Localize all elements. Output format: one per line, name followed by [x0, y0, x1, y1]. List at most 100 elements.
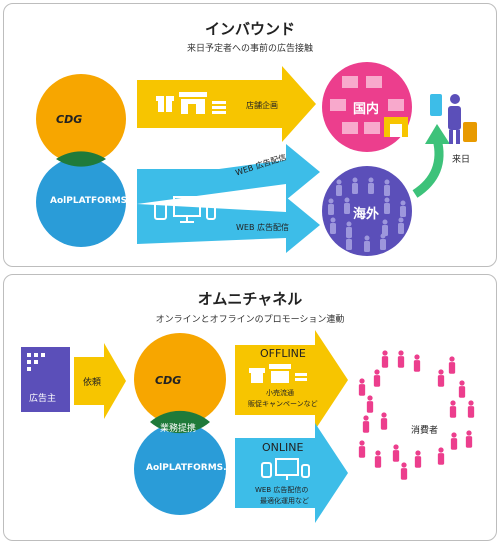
person-body [450, 438, 458, 450]
person-body [458, 386, 466, 398]
consumer-people [358, 350, 475, 480]
person-body [448, 362, 456, 374]
person-head [374, 369, 380, 375]
person-head [363, 415, 369, 421]
person-body [392, 450, 400, 462]
person-body [414, 456, 422, 468]
person-body [413, 360, 421, 372]
person-head [450, 400, 456, 406]
return-arrow-head [425, 124, 450, 144]
web-arrow-2 [137, 197, 320, 253]
person-body [437, 453, 445, 465]
omni-title: オムニチャネル [197, 290, 303, 308]
visit-japan-label: 来日 [452, 155, 471, 165]
omni-subtitle: オンラインとオフラインのプロモーション連動 [155, 315, 345, 325]
person-head [438, 447, 444, 453]
person-body [373, 375, 381, 387]
request-label: 依頼 [83, 378, 102, 388]
person-body [437, 375, 445, 387]
person-head [459, 380, 465, 386]
traveler-icon [430, 94, 477, 144]
person-body [465, 436, 473, 448]
domestic-shops [330, 76, 404, 134]
building-icon [27, 353, 45, 371]
person-body [397, 356, 405, 368]
person-head [449, 356, 455, 362]
advertiser-box [21, 347, 70, 412]
person-body [358, 446, 366, 458]
person-head [382, 350, 388, 356]
omni-panel: オムニチャネル オンラインとオフラインのプロモーション連動 [3, 274, 497, 541]
person-head [330, 217, 336, 223]
gift-icon-2 [249, 368, 265, 383]
return-arrow [412, 137, 444, 198]
person-head [384, 197, 390, 203]
person-head [438, 369, 444, 375]
person-head [384, 179, 390, 185]
aol-circle-2 [134, 423, 226, 515]
store-arrow [137, 66, 316, 142]
person-body [330, 223, 336, 234]
web-arrow-1 [137, 144, 320, 204]
person-body [380, 418, 388, 430]
cdg-circle [36, 74, 126, 164]
online-title: ONLINE [262, 441, 304, 454]
person-head [336, 179, 342, 185]
person-head [415, 450, 421, 456]
inbound-panel: インバウンド 来日予定者への事前の広告接触 [3, 3, 497, 267]
person-head [400, 200, 406, 206]
aol-circle [36, 157, 126, 247]
person-head [381, 412, 387, 418]
highlight-shop-icon [384, 117, 408, 137]
person-head [382, 219, 388, 225]
overseas-label: 海外 [353, 207, 380, 222]
person-head [398, 350, 404, 356]
person-body [398, 223, 404, 234]
aol-logo-2: AolPLATFORMS. [146, 463, 227, 473]
person-body [352, 183, 358, 194]
devices-icon [154, 196, 216, 223]
person-head [368, 177, 374, 183]
person-body [344, 203, 350, 214]
online-arrow [235, 423, 348, 523]
person-body [336, 185, 342, 196]
person-head [346, 233, 352, 239]
overlap-lens [56, 151, 106, 167]
domestic-label: 国内 [353, 102, 380, 117]
online-desc-1: WEB 広告配信の [255, 486, 309, 494]
person-head [352, 177, 358, 183]
person-body [368, 183, 374, 194]
stack-icon-2 [295, 373, 307, 381]
person-body [384, 203, 390, 214]
store-plan-label: 店舗企画 [246, 101, 278, 110]
person-body [400, 468, 408, 480]
cdg-logo-2: CDG [155, 374, 182, 387]
gift-icon [156, 96, 174, 112]
online-desc-2: 最適化運用など [260, 497, 309, 505]
person-body [381, 356, 389, 368]
overlap-lens-2 [150, 410, 210, 434]
offline-desc-2: 販促キャンペーンなど [248, 400, 318, 408]
store-icon [179, 92, 207, 114]
cdg-circle-2 [134, 333, 226, 425]
person-body [364, 241, 370, 252]
person-body [384, 185, 390, 196]
person-body [366, 401, 374, 413]
person-head [398, 217, 404, 223]
person-head [414, 354, 420, 360]
person-head [375, 450, 381, 456]
person-body [362, 421, 370, 433]
person-head [346, 221, 352, 227]
omni-graphics [21, 330, 475, 523]
person-head [359, 440, 365, 446]
person-body [328, 204, 334, 215]
consumer-label: 消費者 [411, 426, 439, 436]
person-body [467, 406, 475, 418]
person-head [451, 432, 457, 438]
person-head [393, 444, 399, 450]
web-ad-label-2: WEB 広告配信 [236, 223, 289, 232]
person-head [328, 198, 334, 204]
person-body [358, 384, 366, 396]
person-body [382, 225, 388, 236]
inbound-graphics [36, 62, 477, 256]
